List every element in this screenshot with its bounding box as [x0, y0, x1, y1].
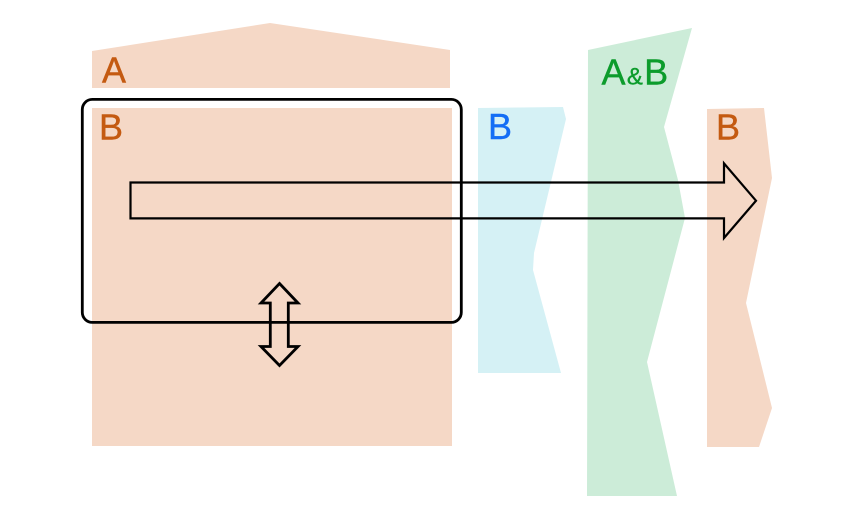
- svg-text:B: B: [488, 106, 512, 147]
- svg-text:A&B: A&B: [602, 51, 670, 92]
- svg-text:B: B: [716, 106, 740, 147]
- svg-text:B: B: [99, 106, 123, 147]
- svg-text:A: A: [102, 49, 126, 90]
